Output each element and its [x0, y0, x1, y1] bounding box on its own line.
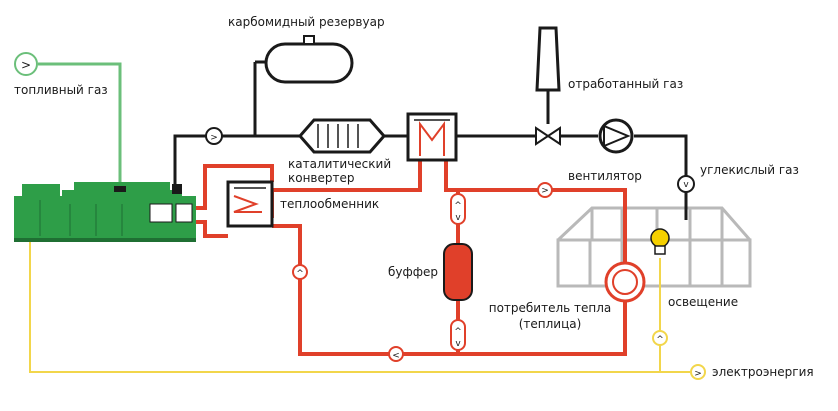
buffer-top-marker: ^ v [450, 193, 466, 225]
heat-consumer-label-1: потребитель тепла [488, 301, 612, 315]
heat-consumer-icon [604, 261, 646, 303]
catalytic-converter-label-2: конвертер [288, 171, 355, 185]
catalytic-converter-label-1: каталитический [288, 157, 392, 171]
light-bulb-icon [650, 228, 670, 255]
catalytic-converter-icon [298, 118, 386, 154]
generator-engine-icon [14, 182, 196, 242]
urea-tank-label: карбомидный резервуар [228, 15, 385, 29]
hot-water-marker: > [537, 182, 553, 198]
lighting-label: освещение [668, 295, 739, 309]
electricity-arrow: > [694, 369, 702, 379]
exhaust-stack-icon [535, 26, 561, 92]
exhaust-gas-label: отработанный газ [568, 77, 684, 91]
urea-tank-icon [264, 35, 354, 84]
return-bottom-marker: < [388, 346, 404, 362]
heat-exchanger-label: теплообменник [280, 197, 380, 211]
return-left-marker: ^ [292, 264, 308, 280]
fan-icon [598, 118, 634, 154]
exhaust-marker: > [205, 127, 223, 145]
buffer-bottom-down: v [455, 339, 461, 349]
co2-arrow: v [683, 180, 689, 190]
greenhouse [556, 206, 752, 288]
buffer-bottom-up: ^ [454, 327, 462, 337]
buffer-top-up: ^ [454, 201, 462, 211]
lighting-marker: ^ [652, 330, 668, 346]
heat-exchanger-icon [406, 112, 458, 162]
co2-label: углекислый газ [700, 163, 799, 177]
buffer-label: буффер [388, 265, 439, 279]
fuel-gas-marker: > [14, 52, 38, 76]
engine-heat-exchanger-icon [226, 180, 274, 228]
return-bottom-left: < [392, 351, 400, 361]
electricity-label: электроэнергия [712, 365, 814, 379]
buffer-tank-icon [443, 243, 473, 301]
electric-line [29, 238, 690, 373]
return-left-up: ^ [296, 269, 304, 279]
exhaust-arrow: > [210, 133, 218, 143]
fuel-gas-line [38, 62, 122, 186]
valve-icon [535, 126, 561, 146]
hot-water-arrow: > [541, 186, 549, 196]
co2-marker: v [677, 175, 695, 193]
buffer-bottom-marker: ^ v [450, 319, 466, 351]
fuel-gas-label: топливный газ [14, 83, 108, 97]
electricity-marker: > [690, 364, 706, 380]
heat-consumer-label-2: (теплица) [518, 317, 582, 331]
fuel-gas-arrow: > [21, 58, 31, 72]
fan-label: вентилятор [568, 169, 642, 183]
lighting-up: ^ [656, 335, 664, 345]
buffer-top-down: v [455, 213, 461, 223]
